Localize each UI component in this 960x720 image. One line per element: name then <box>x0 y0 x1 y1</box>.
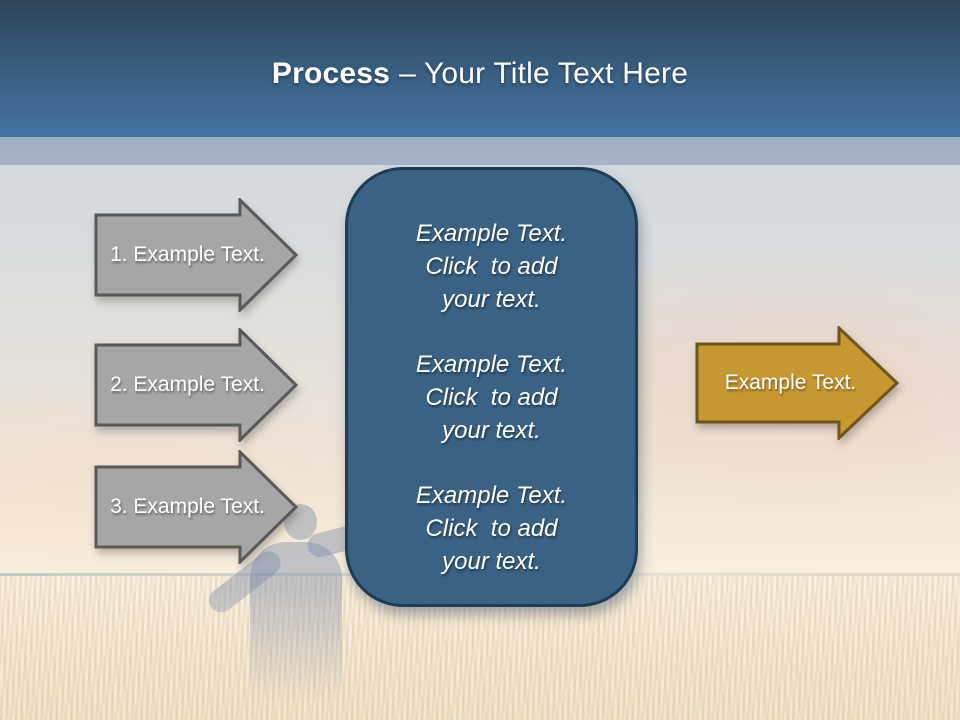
panel-line: Example Text. <box>415 220 568 247</box>
slide-title-subtitle: – Your Title Text Here <box>399 56 689 90</box>
title-banner: Process – Your Title Text Here <box>0 0 960 137</box>
slide-title-keyword: Process <box>271 56 391 90</box>
panel-line: Example Text. <box>415 482 568 509</box>
panel-text-block-3[interactable]: Example Text. Click to add your text. <box>362 479 621 578</box>
process-arrow-1[interactable]: 1. Example Text. <box>94 198 299 312</box>
panel-line: Click to add <box>425 253 558 280</box>
right-arrow-shape-icon <box>695 326 900 440</box>
right-arrow-shape-icon <box>94 328 299 442</box>
panel-line: your text. <box>442 417 541 444</box>
panel-line: your text. <box>442 548 541 575</box>
process-arrow-3-label: 3. Example Text. <box>110 495 265 518</box>
result-arrow-label: Example Text. <box>724 371 857 394</box>
panel-line: Click to add <box>425 384 558 411</box>
silhouette-torso <box>250 542 342 720</box>
panel-text-block-2[interactable]: Example Text. Click to add your text. <box>362 348 621 447</box>
person-silhouette <box>198 492 399 720</box>
result-arrow[interactable]: Example Text. <box>695 326 900 440</box>
process-arrow-2-label: 2. Example Text. <box>110 373 265 396</box>
process-arrow-2[interactable]: 2. Example Text. <box>94 328 299 442</box>
process-arrow-1-label: 1. Example Text. <box>110 243 265 266</box>
header-accent-band <box>0 137 960 165</box>
right-arrow-shape-icon <box>94 450 299 564</box>
right-arrow-shape-icon <box>94 198 299 312</box>
slide-title[interactable]: Process – Your Title Text Here <box>272 47 688 91</box>
panel-line: Example Text. <box>415 351 568 378</box>
panel-text-block-1[interactable]: Example Text. Click to add your text. <box>362 217 621 316</box>
process-arrow-3[interactable]: 3. Example Text. <box>94 450 299 564</box>
panel-line: your text. <box>442 286 541 313</box>
text-panel[interactable]: Example Text. Click to add your text. Ex… <box>345 167 638 607</box>
panel-line: Click to add <box>425 515 558 542</box>
